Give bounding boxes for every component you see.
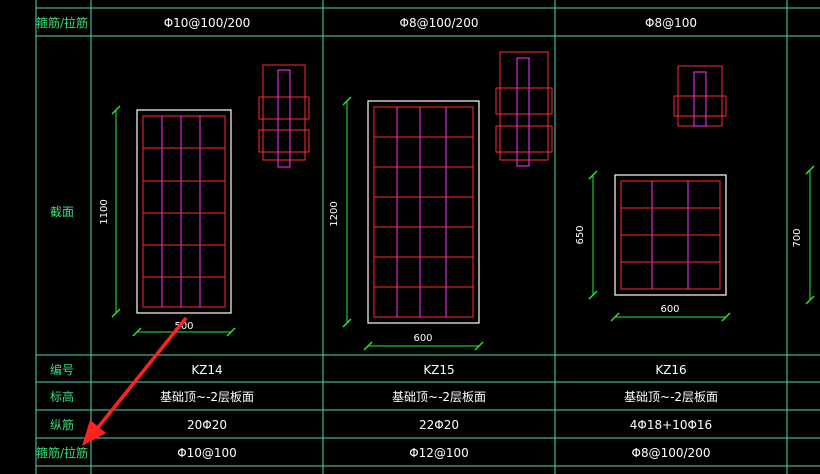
svg-text:KZ15: KZ15 [423,363,454,377]
svg-text:基础顶~-2层板面: 基础顶~-2层板面 [392,390,486,404]
kz14-height-dim: 1100 [99,199,110,224]
section-kz16: 650 600 [575,65,731,322]
svg-text:22Φ20: 22Φ20 [419,418,459,432]
section-kz14: 1100 500 [99,64,310,337]
svg-text:Φ12@100: Φ12@100 [409,446,469,460]
kz14-outline [136,109,232,314]
kz15-outline [367,100,480,324]
arrow-head [82,420,106,446]
svg-text:Φ8@100/200: Φ8@100/200 [632,446,711,460]
row-number: 编号 KZ14 KZ15 KZ16 [50,362,687,377]
kz14-width-dim: 500 [174,321,193,332]
table-grid [35,0,820,474]
kz15-stirrup [373,106,474,318]
svg-text:20Φ20: 20Φ20 [187,418,227,432]
top-row-value-kz14: Φ10@100/200 [164,16,251,30]
kz16-width-dim: 600 [660,304,679,315]
partial-height-dim: 700 [792,228,803,247]
svg-text:标高: 标高 [50,389,74,404]
row-stirrups: 箍筋/拉筋 Φ10@100 Φ12@100 Φ8@100/200 [36,445,710,460]
kz15-width-dim: 600 [413,333,432,344]
kz15-height-dim: 1200 [329,201,340,226]
annotation-arrow [82,316,188,446]
kz16-height-dim: 650 [575,225,586,244]
top-row-value-kz15: Φ8@100/200 [400,16,479,30]
svg-text:编号: 编号 [50,362,74,377]
kz16-outline [614,174,727,296]
svg-text:基础顶~-2层板面: 基础顶~-2层板面 [624,390,718,404]
svg-text:KZ14: KZ14 [191,363,222,377]
svg-text:基础顶~-2层板面: 基础顶~-2层板面 [160,390,254,404]
row-elevation: 标高 基础顶~-2层板面 基础顶~-2层板面 基础顶~-2层板面 [50,389,718,404]
row-longitudinal-bars: 纵筋 20Φ20 22Φ20 4Φ18+10Φ16 [50,417,712,432]
top-row-label: 箍筋/拉筋 [36,15,88,30]
svg-text:KZ16: KZ16 [655,363,686,377]
section-kz15: 1200 600 [329,51,553,351]
svg-text:Φ10@100: Φ10@100 [177,446,237,460]
svg-text:箍筋/拉筋: 箍筋/拉筋 [36,445,88,460]
svg-text:纵筋: 纵筋 [50,417,74,432]
svg-text:4Φ18+10Φ16: 4Φ18+10Φ16 [630,418,712,432]
kz14-stirrup [142,115,226,308]
section-row-label: 截面 [50,205,74,219]
top-row-value-kz16: Φ8@100 [645,16,697,30]
section-partial: 700 [792,165,815,305]
